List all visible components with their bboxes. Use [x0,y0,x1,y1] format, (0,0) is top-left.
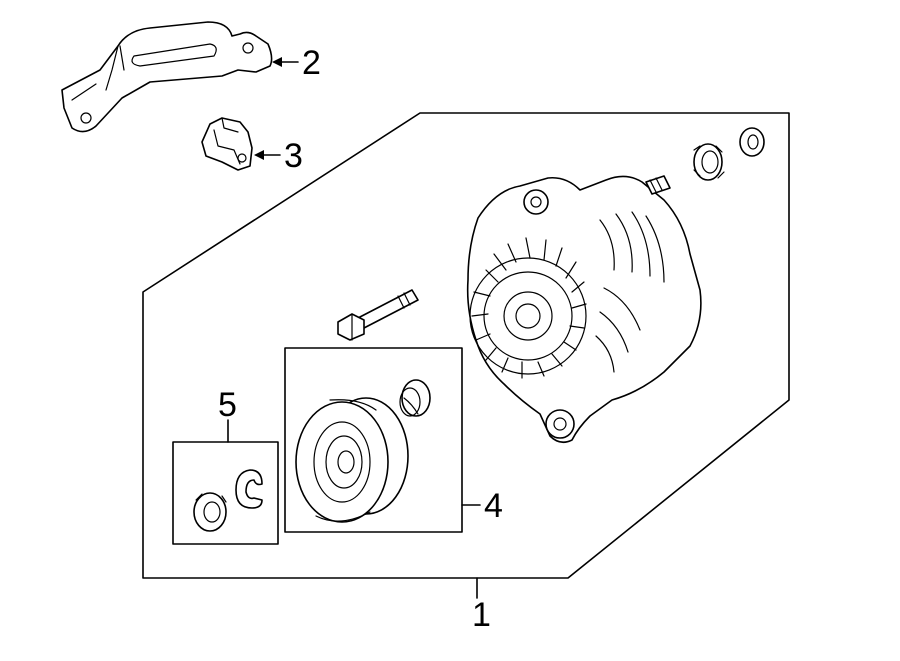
mounting-bracket-part [61,21,273,133]
callout-1-label: 1 [472,596,491,634]
callout-4-label: 4 [484,487,503,525]
callout-5-label: 5 [218,386,237,424]
lock-washer-part [235,469,263,509]
alternator-part [466,175,702,444]
through-bolt-part [337,289,419,341]
small-nut-part [739,127,765,157]
pulley-part [295,397,409,523]
nut-part [193,492,227,532]
clip-part [201,117,253,171]
callout-2-label: 2 [302,44,321,82]
terminal-nut-part [693,143,725,181]
callout-3-arrowhead [254,150,264,160]
pulley-nut-part [399,379,431,417]
callout-3-label: 3 [284,137,303,175]
kit-outline-box [142,112,790,579]
pulley-kit-box [284,347,463,533]
callout-2-arrowhead [272,57,282,67]
nut-washer-box [172,441,279,545]
